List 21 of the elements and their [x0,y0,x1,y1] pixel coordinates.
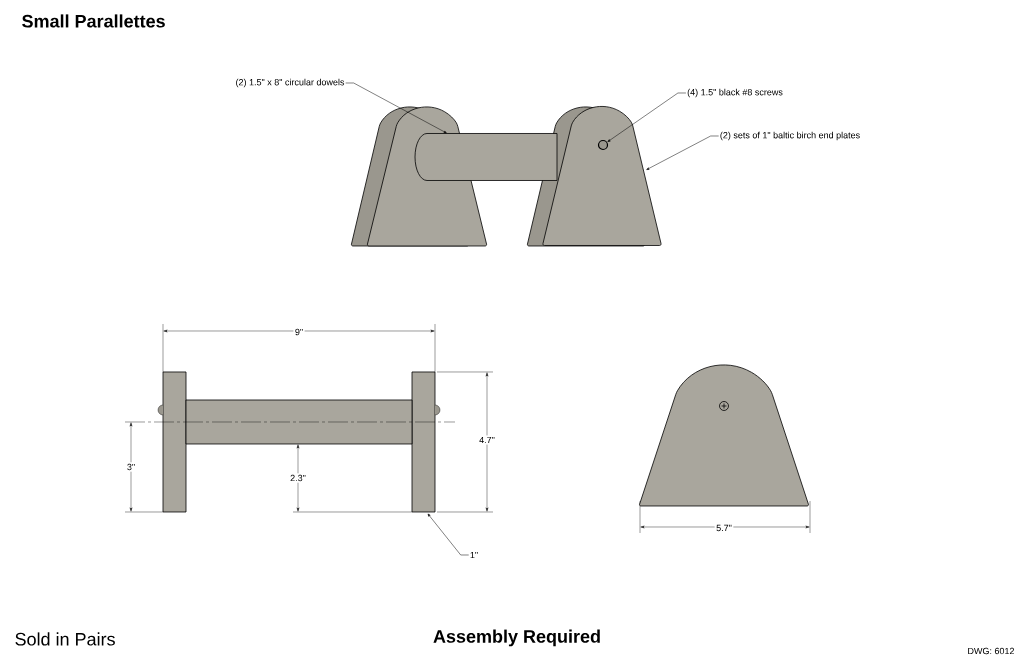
dimension-label: 5.7" [714,523,734,533]
end-plate [411,371,436,513]
dimension-label: 4.7" [477,435,497,445]
note: Assembly Required [433,629,600,647]
note: Sold in Pairs [15,632,115,646]
callout-label: (2) sets of 1" baltic birch end plates [720,131,860,141]
leader-line [607,92,687,142]
title: Small Parallettes [22,14,165,28]
dowel [414,133,558,181]
dimension-label: 9" [293,327,305,337]
drawing-number: DWG: 6012 [968,647,1014,655]
callout-label: (4) 1.5" black #8 screws [687,88,783,98]
end-plate [542,106,662,246]
leader-line [345,82,447,134]
callout-label: 1" [470,551,478,559]
dimension-label: 2.3" [288,473,308,483]
screw [597,139,609,151]
dimension-label: 3" [125,462,137,472]
callout-label: (2) 1.5" x 8" circular dowels [236,78,345,88]
leader-line [427,513,469,556]
leader-line [646,135,719,170]
